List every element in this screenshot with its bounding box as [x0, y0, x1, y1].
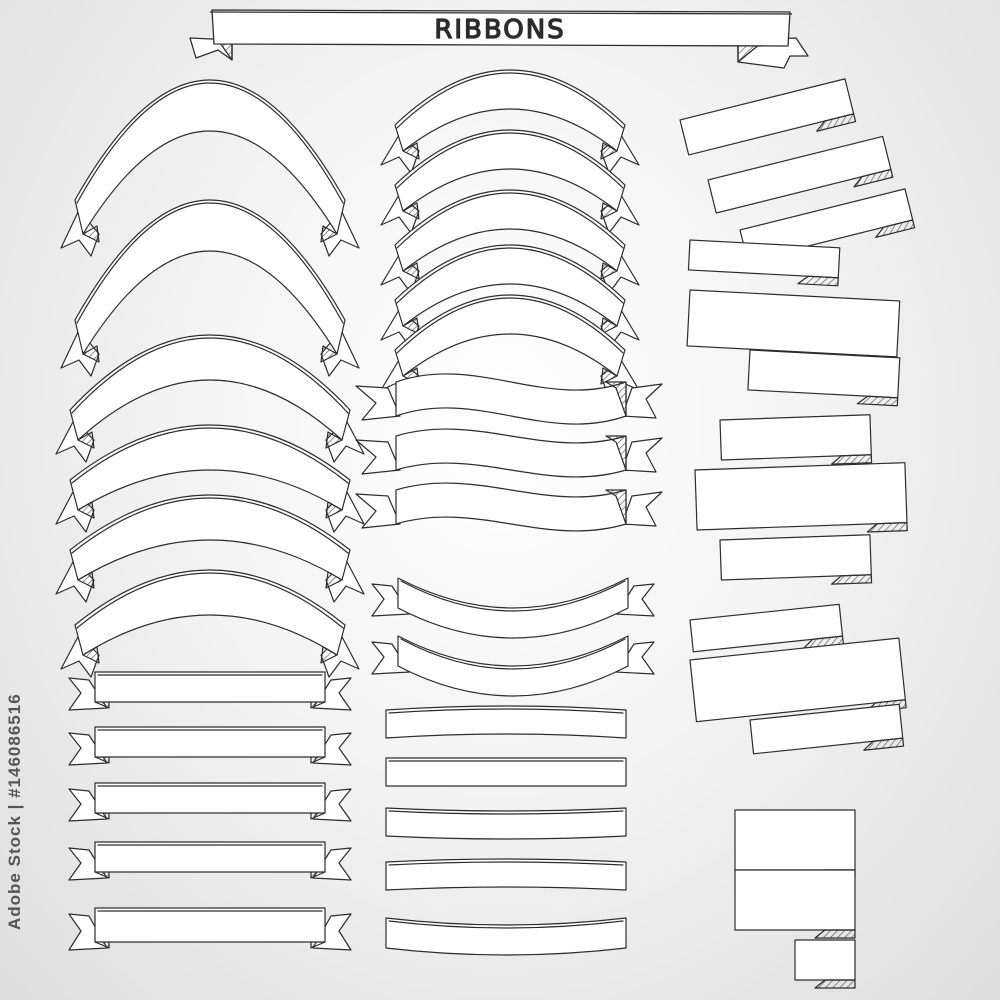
ribbon-6	[60, 569, 360, 678]
ribbon-14	[380, 189, 640, 294]
ribbon-13	[380, 129, 640, 234]
ribbon-4	[55, 424, 365, 533]
ribbon-30	[689, 603, 907, 755]
ribbon-11	[68, 907, 352, 951]
ribbon-25	[385, 858, 627, 891]
ribbon-31	[734, 809, 856, 989]
ribbon-8	[68, 726, 352, 766]
ribbon-16	[380, 294, 640, 399]
ribbon-7	[68, 671, 352, 711]
ribbon-12	[380, 69, 640, 174]
side-watermark-text: Adobe Stock | #146086516	[5, 693, 24, 930]
ribbon-20	[371, 577, 655, 639]
ribbon-23	[385, 757, 627, 787]
ribbon-24	[385, 807, 627, 840]
ribbon-1	[60, 79, 360, 257]
title-banner: RIBBONS	[189, 9, 809, 69]
ribbon-18	[355, 428, 663, 478]
title-text: RIBBONS	[434, 15, 565, 45]
ribbon-9	[68, 782, 352, 822]
ribbon-2	[60, 199, 360, 377]
ribbon-17	[355, 373, 663, 425]
ribbon-29	[694, 414, 908, 585]
ribbon-3	[55, 334, 365, 463]
ribbon-28	[686, 239, 901, 407]
ribbon-19	[355, 482, 663, 532]
ribbon-10	[68, 841, 352, 881]
ribbon-21	[371, 635, 655, 697]
ribbon-22	[385, 705, 627, 739]
ribbon-27	[679, 78, 916, 262]
ribbon-26	[385, 917, 627, 956]
ribbon-5	[55, 494, 365, 603]
